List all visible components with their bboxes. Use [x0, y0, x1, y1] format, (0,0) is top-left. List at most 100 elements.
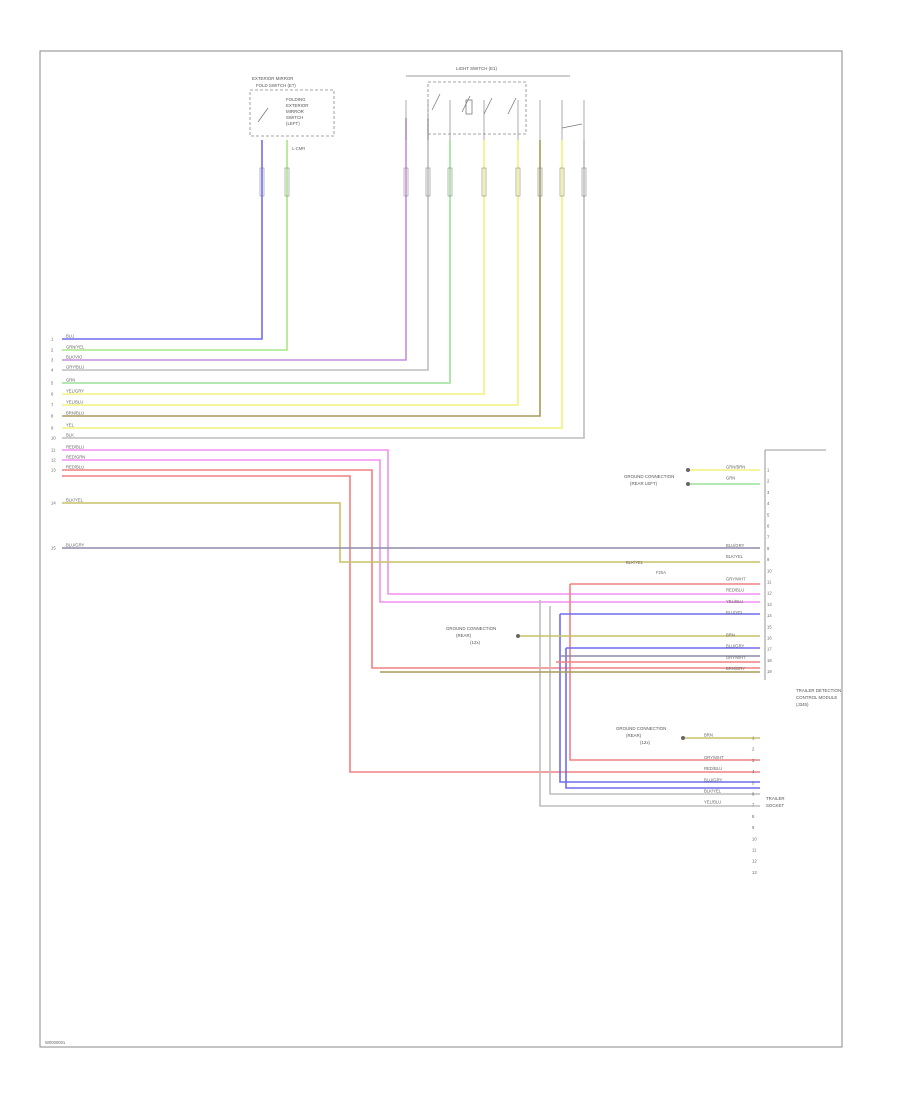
- ground-left-label-2: (REAR LEFT): [630, 481, 658, 486]
- harness-wire-label: YEL/BLU: [66, 400, 83, 405]
- harness-pin-number: 2: [51, 348, 54, 353]
- module-pin-number: 6: [767, 524, 770, 529]
- harness-wire-label: RED/BLU: [66, 445, 84, 450]
- socket-pin-number: 8: [752, 814, 755, 819]
- connector-stub: [515, 167, 521, 197]
- wire-blk-yel-15: [62, 502, 760, 563]
- ground-mid-dot: [516, 634, 520, 638]
- ground-connection-left: GROUND CONNECTION (REAR LEFT): [624, 468, 690, 486]
- socket-pin-number: 4: [752, 769, 755, 774]
- wire-red-blu-11: [62, 449, 760, 595]
- exterior-mirror-switch: EXTERIOR MIRROR FOLD SWITCH (E?) FOLDING…: [249, 76, 335, 151]
- ground-left-label-1: GROUND CONNECTION: [624, 474, 674, 479]
- light-switch-contact-4: [507, 97, 517, 115]
- light-switch-contact-5: [561, 123, 583, 129]
- harness-pin-number: 13: [51, 468, 56, 473]
- wire-yel: [62, 140, 563, 429]
- wire-blk-vio: [62, 118, 407, 361]
- wire-blu-socket-drop: [559, 614, 760, 783]
- harness-pin-number: 15: [51, 546, 56, 551]
- wire-red-wht-14: [62, 475, 760, 773]
- module-pin-number: 17: [767, 647, 772, 652]
- wire-blk: [62, 140, 585, 439]
- socket-pin-label: YEL/BLU: [704, 800, 721, 805]
- module-pin-number: 9: [767, 557, 770, 562]
- module-pin-number: 7: [767, 535, 770, 540]
- harness-wire-label: RED/GRN: [66, 455, 85, 460]
- socket-pin-number: 6: [752, 792, 755, 797]
- socket-pin-number: 3: [752, 758, 755, 763]
- socket-pin-number: 11: [752, 848, 757, 853]
- wire-gry-blu: [62, 118, 429, 371]
- module-pin-number: 1: [767, 468, 770, 473]
- module-pin-number: 3: [767, 490, 770, 495]
- module-pin-number: 5: [767, 512, 770, 517]
- wire-blu: [62, 140, 263, 340]
- mirror-switch-contact: [257, 107, 269, 123]
- mirror-switch-body-1: FOLDING: [286, 97, 306, 102]
- ground-left-dot-1: [686, 468, 690, 472]
- connector-stub: [284, 167, 290, 197]
- wires-layer: [62, 100, 760, 807]
- module-pin-label: BRN: [726, 633, 735, 638]
- wire-gry-socket: [549, 606, 760, 795]
- connector-stub: [559, 167, 565, 197]
- harness-wire-label: BRN/BLU: [66, 411, 84, 416]
- module-pin-label: GRN: [726, 476, 735, 481]
- mirror-switch-title-2: FOLD SWITCH (E?): [256, 83, 296, 88]
- socket-pin-label: RED/BLU: [704, 766, 722, 771]
- mirror-switch-pin-label: L-CMR: [292, 146, 305, 151]
- harness-label-list: 1BLU2GRN/YEL3BLK/VIO4GRY/BLU5GRN6YEL/GRY…: [51, 334, 85, 551]
- mirror-switch-body-3: MIRROR: [286, 109, 304, 114]
- trailer-socket-label-2: SOCKET: [766, 803, 784, 808]
- harness-wire-label: YEL: [66, 423, 75, 428]
- module-pin-number: 8: [767, 546, 770, 551]
- diagram-frame: [39, 50, 843, 1048]
- connector-stub: [259, 167, 265, 197]
- wire-gry-low: [539, 600, 760, 807]
- module-pin-label: YEL/BLU: [726, 599, 743, 604]
- socket-pin-number: 13: [752, 870, 757, 875]
- mirror-switch-box: [249, 89, 335, 137]
- connector-stub: [425, 167, 431, 197]
- socket-pin-list: 1BRN23GRY/WHT4RED/BLU5BLU/GRY6BLK/YEL7YE…: [704, 733, 757, 875]
- socket-pin-number: 12: [752, 859, 757, 864]
- harness-pin-number: 3: [51, 358, 54, 363]
- light-switch-contact-3: [483, 97, 493, 115]
- wire-grn-yel: [62, 140, 288, 351]
- harness-wire-label: RED/BLU: [66, 465, 84, 470]
- wire-red-socket-drop: [569, 584, 760, 761]
- wire-yel-blu: [62, 140, 519, 406]
- connector-stub: [403, 167, 409, 197]
- harness-wire-label: BLU: [66, 334, 74, 339]
- harness-pin-number: 6: [51, 392, 54, 397]
- harness-pin-number: 14: [51, 501, 56, 506]
- module-pin-number: 13: [767, 602, 772, 607]
- footer-code: W0000001: [45, 1040, 66, 1045]
- ground-mid-label-3: (12x): [470, 640, 481, 645]
- module-pin-number: 12: [767, 591, 772, 596]
- socket-pin-label: BLK/YEL: [704, 789, 722, 794]
- harness-pin-number: 7: [51, 403, 54, 408]
- harness-pin-number: 11: [51, 448, 56, 453]
- connector-stub: [581, 167, 587, 197]
- harness-wire-label: BLK: [66, 433, 74, 438]
- harness-wire-label: BLU/GRY: [66, 543, 85, 548]
- light-switch: LIGHT SWITCH (E1): [406, 66, 583, 135]
- wire-grn: [62, 140, 451, 384]
- fuse-label: F20A: [656, 570, 666, 575]
- module-title-2: CONTROL MODULE: [796, 695, 837, 700]
- mirror-switch-title-1: EXTERIOR MIRROR: [252, 76, 293, 81]
- module-pin-number: 10: [767, 568, 772, 573]
- module-pin-label: BLU/YEL: [726, 610, 744, 615]
- socket-pin-label: GRY/WHT: [704, 755, 724, 760]
- harness-wire-label: GRN/YEL: [66, 345, 85, 350]
- module-pin-number: 19: [767, 669, 772, 674]
- module-pin-label: BLK/YEL: [726, 554, 744, 559]
- module-pin-number: 2: [767, 479, 770, 484]
- mirror-switch-body-2: EXTERIOR: [286, 103, 308, 108]
- ground-bottom-dot: [681, 736, 685, 740]
- harness-wire-label: YEL/GRY: [66, 389, 84, 394]
- ground-connection-mid: GROUND CONNECTION (REAR) (12x): [446, 626, 520, 645]
